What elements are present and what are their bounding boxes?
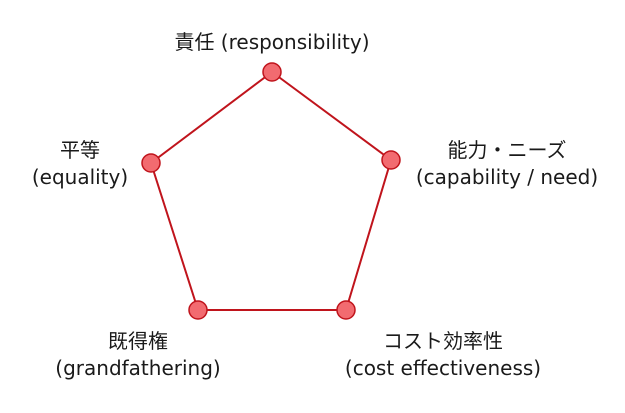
label-responsibility: 責任 (responsibility): [174, 29, 369, 56]
node-grandfathering: [188, 300, 208, 320]
node-capability-need: [381, 150, 401, 170]
label-capability-need: 能力・ニーズ (capability / need): [416, 137, 598, 191]
label-grandfathering-en: (grandfathering): [55, 356, 221, 380]
label-capability-need-ja: 能力・ニーズ: [447, 138, 567, 162]
label-cost-effectiveness-ja: コスト効率性: [382, 329, 503, 353]
label-cost-effectiveness-en: (cost effectiveness): [344, 356, 542, 380]
node-equality: [141, 153, 161, 173]
label-equality-ja: 平等: [59, 138, 100, 162]
node-responsibility: [262, 62, 282, 82]
label-responsibility-text: 責任 (responsibility): [174, 30, 370, 54]
label-capability-need-en: (capability / need): [415, 165, 599, 189]
pentagon-outline: [149, 70, 393, 311]
label-equality: 平等 (equality): [32, 137, 128, 191]
label-equality-en: (equality): [31, 165, 129, 189]
node-cost-effectiveness: [336, 300, 356, 320]
label-cost-effectiveness: コスト効率性 (cost effectiveness): [345, 328, 541, 382]
label-grandfathering: 既得権 (grandfathering): [55, 328, 220, 382]
label-grandfathering-ja: 既得権: [107, 329, 168, 353]
